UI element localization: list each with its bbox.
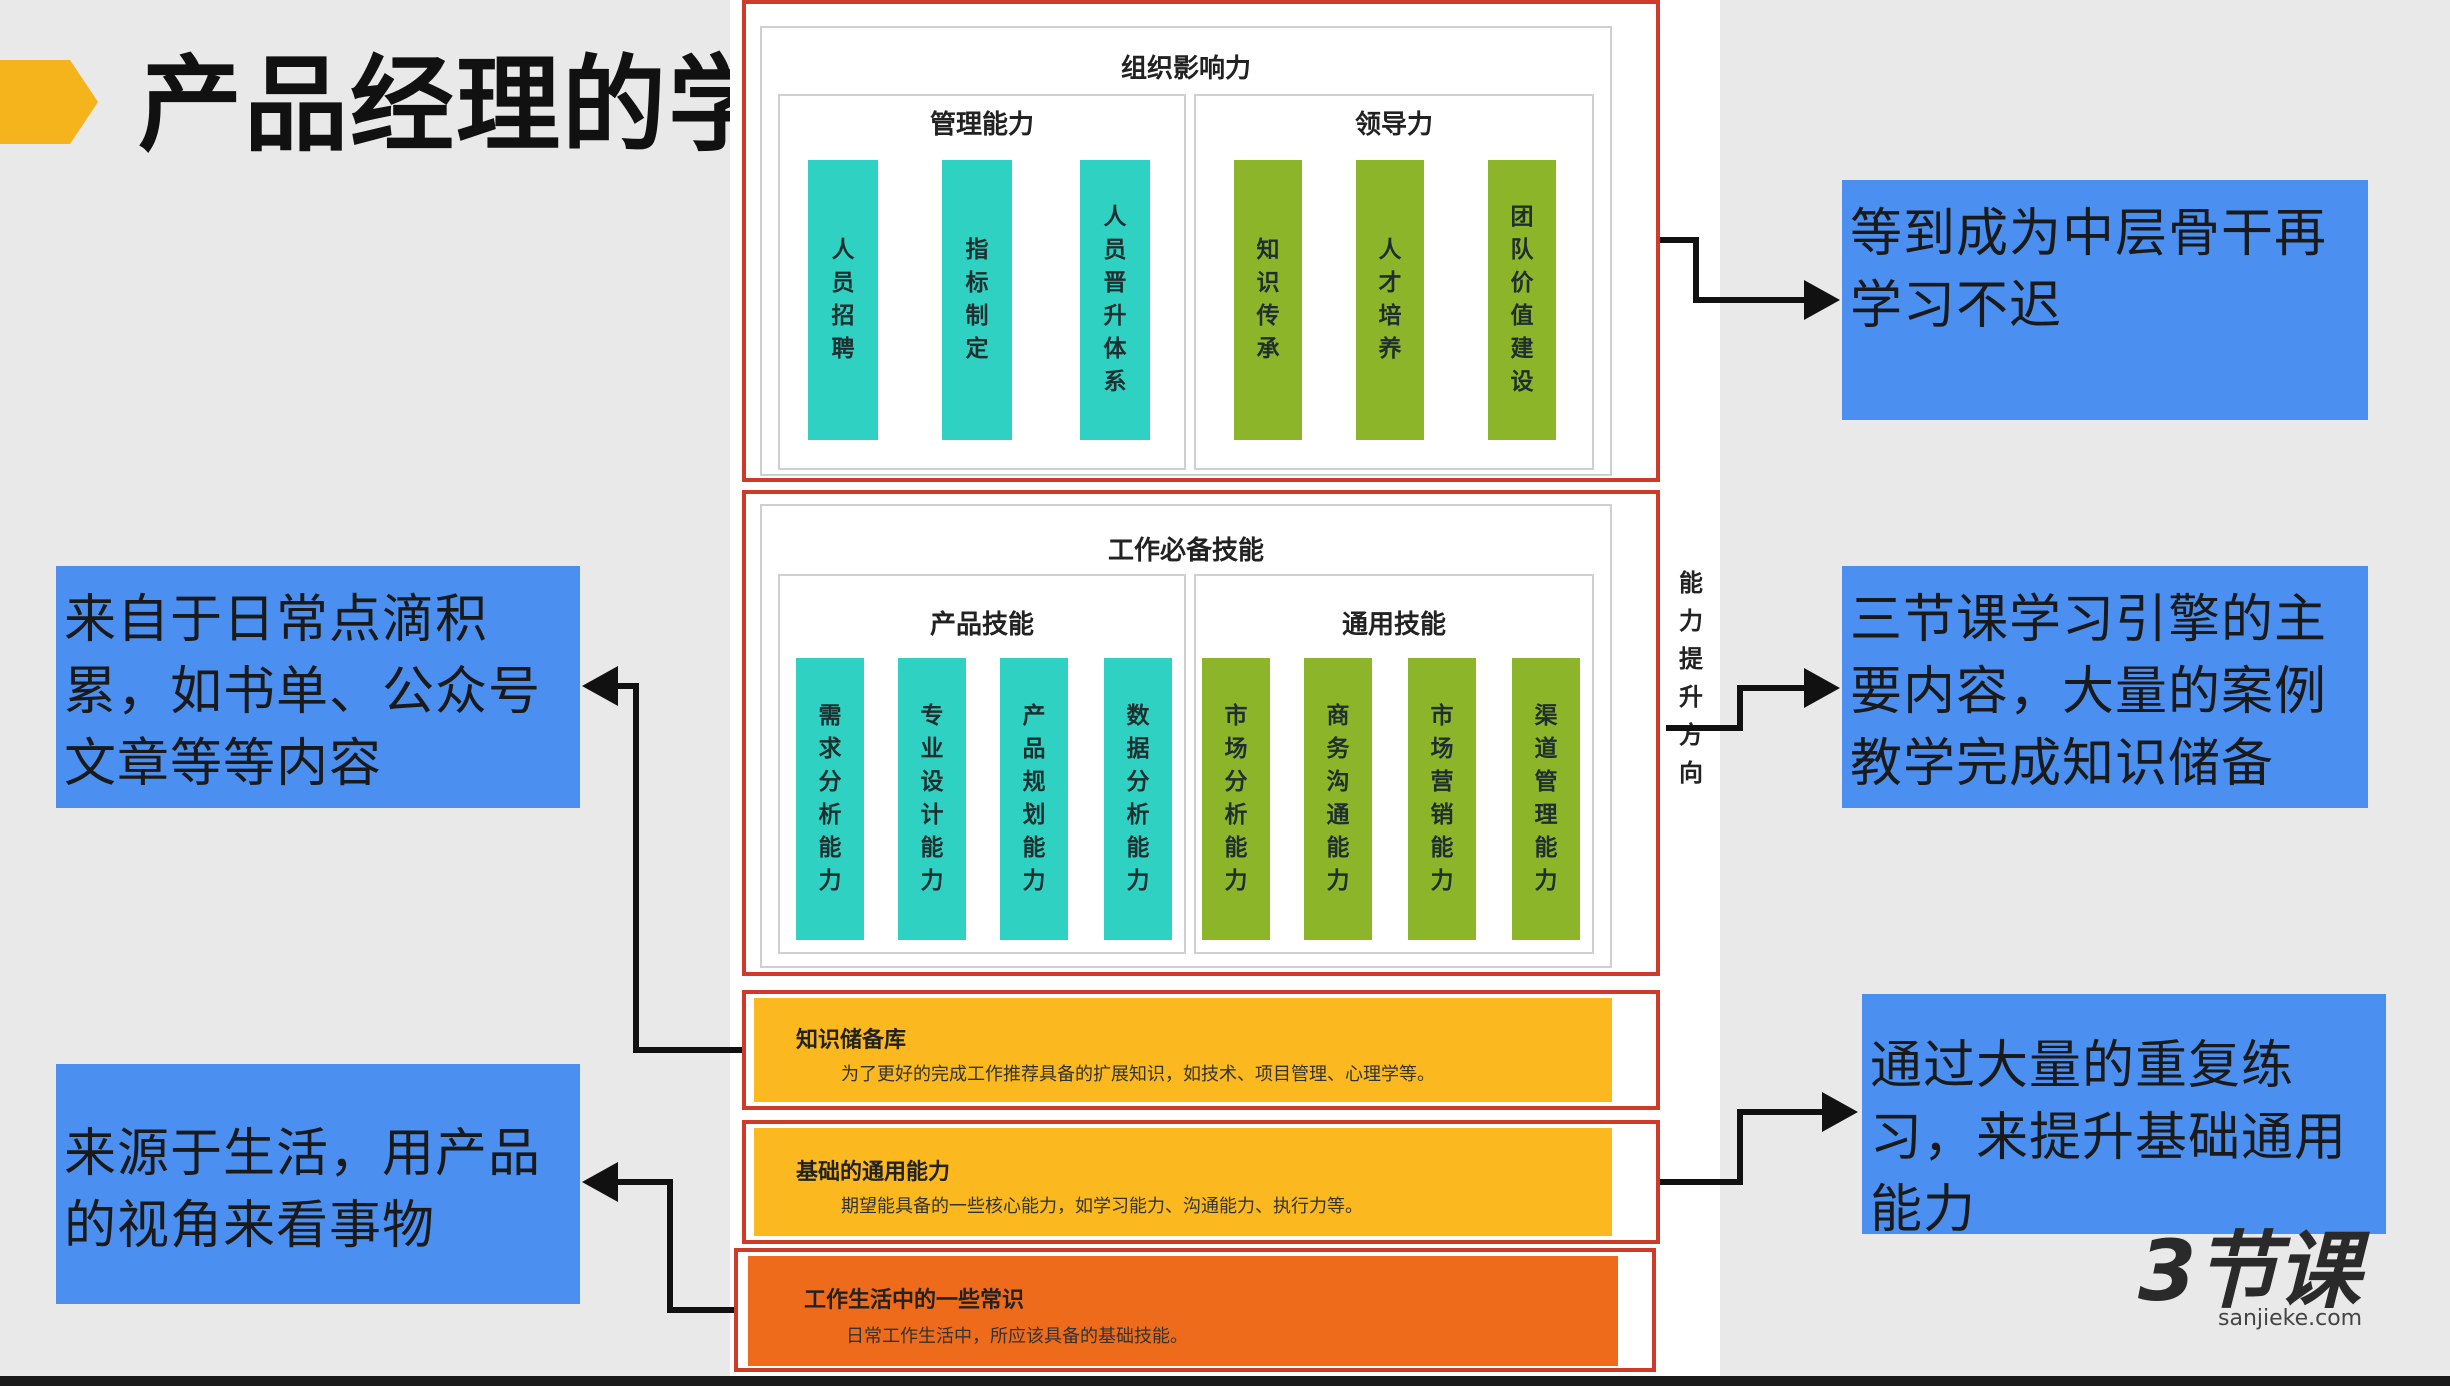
skill-pill: 需求分析能力 xyxy=(796,658,864,940)
work-skills-frame xyxy=(742,490,1660,976)
skill-pill: 人才培养 xyxy=(1356,160,1424,440)
arrow-head-icon xyxy=(582,1162,618,1202)
arrow-head-icon xyxy=(1804,280,1840,320)
skill-pill: 渠道管理能力 xyxy=(1512,658,1580,940)
skill-pill: 人员招聘 xyxy=(808,160,878,440)
general-ability-band: 基础的通用能力 期望能具备的一些核心能力，如学习能力、沟通能力、执行力等。 xyxy=(742,1120,1660,1244)
leadership-group-title: 领导力 xyxy=(1354,110,1433,140)
band-description: 期望能具备的一些核心能力，如学习能力、沟通能力、执行力等。 xyxy=(841,1196,1363,1217)
arrow-head-icon xyxy=(1804,668,1840,708)
skill-pill: 专业设计能力 xyxy=(898,658,966,940)
product-skills-title: 产品技能 xyxy=(929,610,1034,640)
callout-right-mid: 三节课学习引擎的主要内容，大量的案例教学完成知识储备 xyxy=(1842,566,2368,808)
management-group-title: 管理能力 xyxy=(929,110,1034,140)
band-title: 工作生活中的一些常识 xyxy=(804,1288,1025,1313)
skill-pill: 市场营销能力 xyxy=(1408,658,1476,940)
org-influence-title: 组织影响力 xyxy=(1120,54,1251,84)
skill-pill: 团队价值建设 xyxy=(1488,160,1556,440)
skill-pill: 指标制定 xyxy=(942,160,1012,440)
arrow-general-to-right-bottom xyxy=(1660,1109,1826,1185)
band-title: 知识储备库 xyxy=(796,1028,907,1053)
bottom-strip xyxy=(0,1376,2450,1386)
skill-pill: 知识传承 xyxy=(1234,160,1302,440)
band-title: 基础的通用能力 xyxy=(796,1160,951,1185)
callout-right-top: 等到成为中层骨干再学习不迟 xyxy=(1842,180,2368,420)
work-skills-title: 工作必备技能 xyxy=(1107,536,1264,566)
skill-pill: 产品规划能力 xyxy=(1000,658,1068,940)
common-sense-band: 工作生活中的一些常识 日常工作生活中，所应该具备的基础技能。 xyxy=(734,1248,1656,1372)
org-influence-frame xyxy=(742,0,1660,482)
callout-left-top: 来自于日常点滴积累，如书单、公众号文章等等内容 xyxy=(56,566,580,808)
logo: 3节课 sanjieke.com xyxy=(2138,1226,2388,1346)
slide-title: 产品经理的学 xyxy=(138,44,775,166)
arrow-skills-to-right-mid xyxy=(1666,685,1806,731)
skill-pill: 人员晋升体系 xyxy=(1080,160,1150,440)
arrow-head-icon xyxy=(1822,1092,1858,1132)
callout-right-bottom: 通过大量的重复练习，来提升基础通用能力 xyxy=(1862,994,2386,1240)
skill-pill: 商务沟通能力 xyxy=(1304,658,1372,940)
skill-pill: 市场分析能力 xyxy=(1202,658,1270,940)
skill-pill: 数据分析能力 xyxy=(1104,658,1172,940)
general-skills-title: 通用技能 xyxy=(1341,610,1446,640)
arrow-knowledge-to-left-top xyxy=(600,683,742,1053)
arrow-commonsense-to-left-bottom xyxy=(600,1179,734,1313)
callout-left-bottom: 来源于生活，用产品的视角来看事物 xyxy=(56,1064,580,1304)
title-arrow-icon xyxy=(0,60,98,144)
logo-url: sanjieke.com xyxy=(2218,1306,2363,1331)
arrow-head-icon xyxy=(582,666,618,706)
band-description: 日常工作生活中，所应该具备的基础技能。 xyxy=(846,1326,1188,1347)
arrow-org-to-right-top xyxy=(1660,237,1806,303)
logo-mark: 3节课 xyxy=(2138,1222,2360,1320)
band-description: 为了更好的完成工作推荐具备的扩展知识，如技术、项目管理、心理学等。 xyxy=(841,1064,1435,1085)
knowledge-band: 知识储备库 为了更好的完成工作推荐具备的扩展知识，如技术、项目管理、心理学等。 xyxy=(742,990,1660,1110)
side-direction-label: 能力提升方向 xyxy=(1679,569,1703,787)
